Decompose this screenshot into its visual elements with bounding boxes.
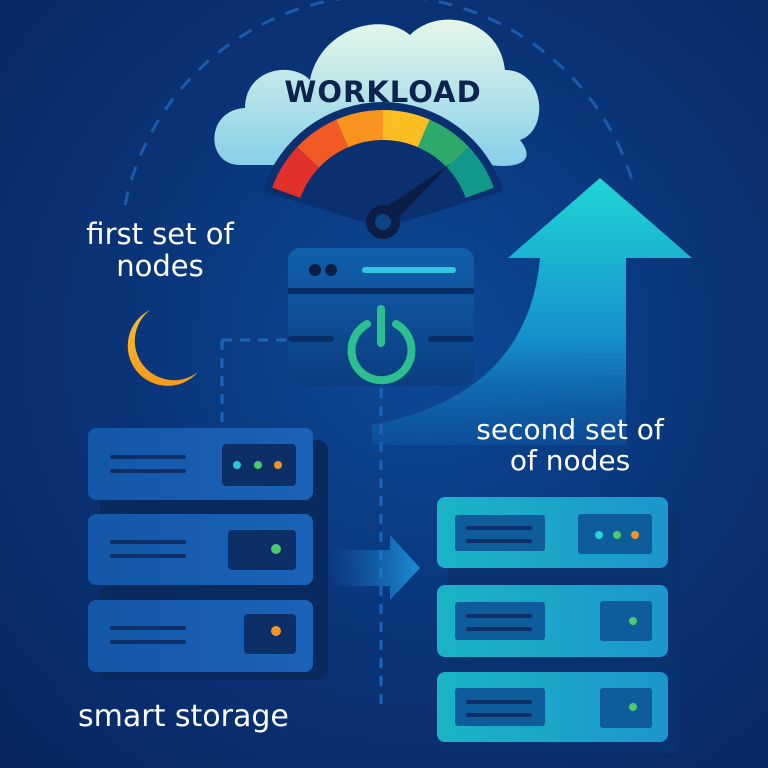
server-unit: [437, 672, 668, 742]
gauge-segment: [447, 147, 494, 198]
server-unit: [437, 585, 668, 657]
server-unit: [437, 497, 668, 568]
workload-label: WORKLOAD: [284, 75, 482, 109]
second-node-stack: [437, 497, 680, 753]
second-set-line: of nodes: [509, 444, 631, 478]
dashed-connector-left: [220, 338, 288, 428]
gauge-segment: [272, 147, 319, 198]
moon-icon: [127, 310, 198, 386]
power-icon: [347, 305, 416, 385]
first-node-stack: [88, 428, 328, 680]
migrate-arrow: [330, 535, 420, 600]
workload-gauge: [262, 102, 504, 228]
smart-storage-label: smart storage: [78, 699, 289, 734]
first-set-line: first set of: [86, 217, 234, 251]
gauge-segment: [336, 110, 383, 148]
gauge-segment: [383, 110, 430, 148]
first-set-line: nodes: [116, 249, 204, 284]
control-server-window: [288, 248, 474, 386]
server-unit: [88, 428, 313, 500]
server-unit: [88, 514, 313, 585]
gauge-segment: [297, 119, 349, 168]
orbit-dashed-arc: [123, 0, 634, 206]
gauge-segment: [417, 119, 469, 168]
second-set-label: second set of of nodes: [455, 414, 685, 477]
second-set-line: second set of: [476, 413, 664, 446]
first-set-label: first set of nodes: [60, 218, 260, 283]
gauge-needle: [366, 164, 450, 239]
scale-up-arrow: [372, 178, 692, 445]
server-unit: [88, 600, 313, 672]
